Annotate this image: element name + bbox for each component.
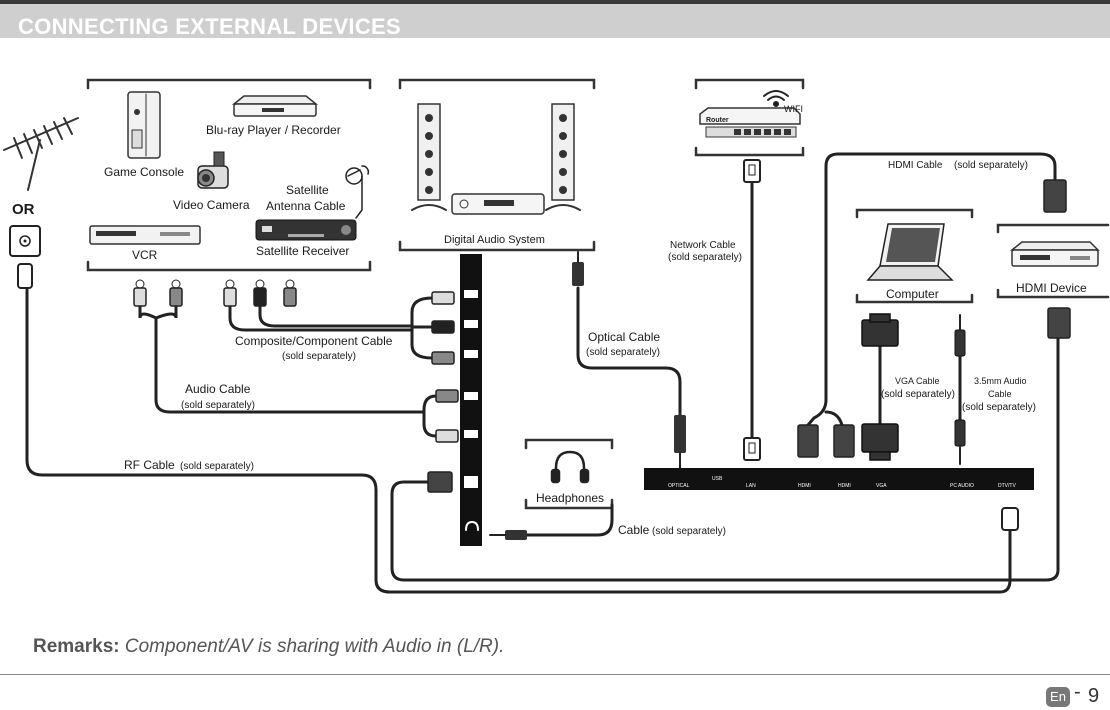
composite-cable-label: Composite/Component Cable <box>235 334 393 348</box>
hdmi-plugs <box>427 179 1071 493</box>
rca-connectors-top <box>133 279 297 307</box>
hdmi-cable-right-line <box>390 336 1060 582</box>
rf-plug-icon <box>1001 507 1019 531</box>
computer-label: Computer <box>886 287 939 301</box>
headphone-cable-line <box>523 503 614 537</box>
remarks-label: Remarks: <box>33 636 120 657</box>
remarks-text: Component/AV is sharing with Audio in (L… <box>124 636 505 657</box>
av-devices-box <box>86 78 372 272</box>
game-console-label: Game Console <box>104 165 184 179</box>
headphones-label: Headphones <box>536 491 604 505</box>
port-dtv-label: DTV/TV <box>998 483 1016 489</box>
headphone-cable-sold-label: (sold separately) <box>652 526 726 537</box>
optical-cable-label: Optical Cable <box>588 330 660 344</box>
hdmi-device-box <box>996 223 1110 299</box>
port-optical-label: OPTICAL <box>668 483 690 489</box>
satellite-receiver-icon <box>255 219 357 241</box>
connection-diagram: OR Game Console Blu-ray Player / Recorde… <box>3 78 1110 594</box>
audio-receiver-icon <box>451 193 545 215</box>
audio-cable-label: Audio Cable <box>185 382 251 396</box>
network-connector-bottom-icon <box>743 437 761 461</box>
header-bar <box>0 0 1110 38</box>
component-cable-line <box>228 303 414 332</box>
audio35-cable-label-2: Cable <box>988 389 1012 399</box>
hdmi-cable-line <box>806 152 1057 427</box>
satellite-receiver-label: Satellite Receiver <box>256 244 349 258</box>
optical-plug-top-icon <box>572 251 584 286</box>
antenna-outlet-icon <box>9 225 41 289</box>
audio35-plugs <box>954 314 966 465</box>
antenna-icon <box>3 117 79 191</box>
tv-side-panel <box>460 254 482 546</box>
hdmi-device-label: HDMI Device <box>1016 281 1087 295</box>
rf-cable-label: RF Cable <box>124 458 175 472</box>
hdmi-cable-sold-label: (sold separately) <box>954 160 1028 171</box>
router-box <box>694 78 805 157</box>
wifi-icon <box>763 90 789 107</box>
hdmi-cable-label: HDMI Cable <box>888 160 943 171</box>
audio35-cable-label-3: (sold separately) <box>962 402 1036 413</box>
satellite-dish-icon <box>345 165 370 219</box>
right-speaker-icon <box>545 103 581 211</box>
bluray-label: Blu-ray Player / Recorder <box>206 123 341 137</box>
rf-cable-line <box>25 288 1012 594</box>
network-connector-top-icon <box>743 159 761 183</box>
video-camera-icon <box>197 151 229 189</box>
page-number: 9 <box>1088 685 1100 707</box>
bluray-player-icon <box>231 95 319 117</box>
wifi-label: WIFI <box>784 104 803 114</box>
component-cable-fan <box>410 296 434 360</box>
vga-cable-label: VGA Cable <box>895 376 940 386</box>
composite-cable-sold-label: (sold separately) <box>282 351 356 362</box>
computer-box <box>855 208 974 304</box>
page-title: CONNECTING EXTERNAL DEVICES <box>18 14 401 39</box>
language-badge: En <box>1046 687 1070 707</box>
network-cable-label-1: Network Cable <box>670 240 736 251</box>
footer-divider <box>0 674 1110 675</box>
port-lan-label: LAN <box>746 483 756 489</box>
audio35-cable-label-1: 3.5mm Audio <box>974 376 1027 386</box>
router-icon <box>699 107 801 138</box>
vcr-icon <box>89 225 201 245</box>
remarks: Remarks: Component/AV is sharing with Au… <box>33 636 504 658</box>
optical-cable-line <box>576 286 682 417</box>
video-camera-label: Video Camera <box>173 198 250 212</box>
headphone-plug-icon <box>489 530 527 540</box>
headphone-cable-label: Cable <box>618 523 650 537</box>
page-dash: - <box>1074 681 1081 703</box>
port-pc-audio-label: PC AUDIO <box>950 483 974 489</box>
computer-icon <box>866 223 954 281</box>
port-hdmi1-label: HDMI <box>798 483 811 489</box>
headphones-icon <box>550 450 590 484</box>
or-label: OR <box>12 201 35 218</box>
optical-plug-bottom-icon <box>674 415 686 469</box>
audio-cable-sold-label: (sold separately) <box>181 400 255 411</box>
vga-plugs <box>861 313 899 461</box>
satellite-cable-label-1: Satellite <box>286 183 329 197</box>
hdmi-branch-line <box>824 410 844 427</box>
port-usb-label: USB <box>712 476 723 482</box>
optical-cable-sold-label: (sold separately) <box>586 347 660 358</box>
tv-rear-panel <box>644 468 1034 490</box>
vga-cable-sold-label: (sold separately) <box>881 389 955 400</box>
hdmi-device-icon <box>1009 241 1100 267</box>
satellite-cable-label-2: Antenna Cable <box>266 199 346 213</box>
audio-cable-line <box>138 303 426 414</box>
port-hdmi2-label: HDMI <box>838 483 851 489</box>
header-top-line <box>0 0 1110 4</box>
left-speaker-icon <box>411 103 447 211</box>
audio-cable-fan <box>422 394 438 438</box>
audio-system-box <box>398 78 596 252</box>
game-console-icon <box>127 91 161 159</box>
rca-connectors-side <box>431 291 459 443</box>
network-cable-label-2: (sold separately) <box>668 252 742 263</box>
digital-audio-label: Digital Audio System <box>444 234 545 246</box>
vcr-label: VCR <box>132 248 158 262</box>
router-label: Router <box>706 117 729 124</box>
rf-cable-sold-label: (sold separately) <box>180 461 254 472</box>
port-vga-label: VGA <box>876 483 887 489</box>
